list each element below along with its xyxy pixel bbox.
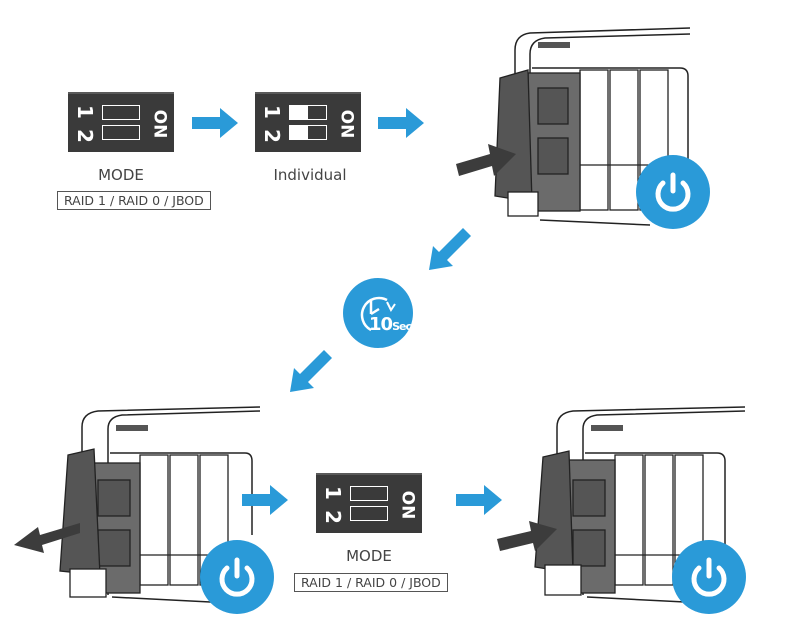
on-label: ON [336, 109, 356, 139]
insert-arrow-icon [497, 521, 557, 551]
individual-caption: Individual [273, 166, 347, 184]
arrow-down-left-icon [290, 350, 332, 392]
brand-logo [591, 425, 623, 431]
on-label: ON [397, 490, 417, 520]
brand-logo [116, 425, 148, 431]
arrow-right-icon [456, 485, 502, 515]
power-icon [200, 540, 274, 614]
power-icon [672, 540, 746, 614]
clock-icon [360, 296, 396, 332]
switch-numbers: 1 2 [260, 105, 284, 143]
switch-numbers: 1 2 [321, 486, 345, 524]
arrow-right-icon [192, 108, 238, 138]
arrow-right-icon [242, 485, 288, 515]
switch-slot-2 [350, 506, 388, 521]
mode-options-label: RAID 1 / RAID 0 / JBOD [294, 573, 448, 592]
arrow-right-icon [378, 108, 424, 138]
mode-options-label: RAID 1 / RAID 0 / JBOD [57, 191, 211, 210]
brand-logo [538, 42, 570, 48]
timer-badge: 10Sec [343, 278, 413, 348]
mode-caption: MODE [98, 166, 144, 184]
on-label: ON [149, 109, 169, 139]
insert-arrow-icon [456, 144, 516, 176]
dip-switch-mode-bottom: 1 2 ON [316, 473, 422, 533]
switch-knob-on [290, 106, 308, 119]
switch-slot-1 [102, 105, 140, 120]
timer-text: 10Sec [369, 314, 412, 335]
arrow-down-left-icon [429, 228, 471, 270]
dip-switch-individual: 1 2 ON [255, 92, 361, 152]
remove-arrow-icon [14, 523, 80, 553]
switch-slot-1 [350, 486, 388, 501]
switch-slot-1 [289, 105, 327, 120]
dip-switch-mode: 1 2 ON [68, 92, 174, 152]
power-icon [636, 155, 710, 229]
switch-slot-2 [102, 125, 140, 140]
mode-caption: MODE [346, 547, 392, 565]
switch-numbers: 1 2 [73, 105, 97, 143]
switch-knob-on [290, 126, 308, 139]
switch-slot-2 [289, 125, 327, 140]
